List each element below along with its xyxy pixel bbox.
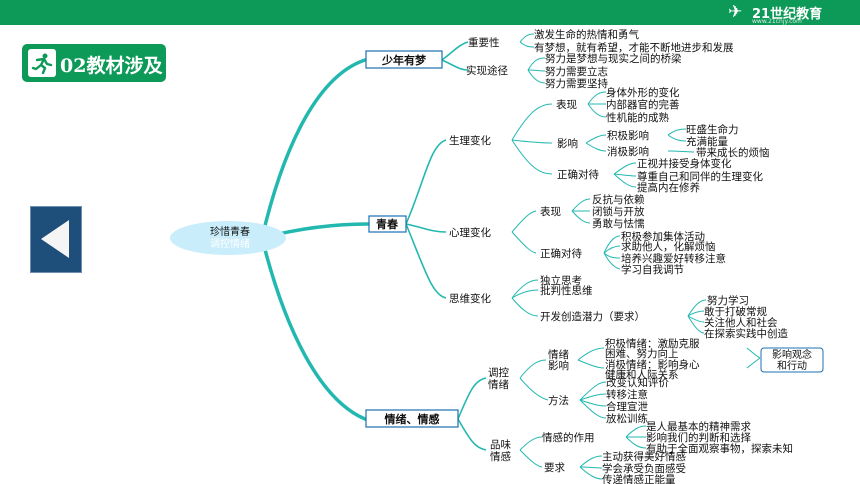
branch-connectors	[405, 41, 487, 451]
leaf: 是人最基本的精神需求	[646, 420, 751, 433]
leaf: 激发生命的热情和勇气	[534, 28, 639, 41]
influence-result-box	[760, 347, 824, 373]
leaf: 独立思考	[540, 274, 582, 287]
leaf: 传递情感正能量	[602, 473, 676, 484]
leaf: 尊重自己和同伴的生理变化	[637, 170, 763, 183]
node-mental: 心理变化	[449, 226, 491, 239]
leaf: 放松训练	[606, 412, 648, 425]
logo-url: www.21cnjy.com	[752, 18, 802, 25]
previous-button[interactable]	[30, 206, 82, 273]
node-emotion-influence-2: 影响	[548, 359, 569, 372]
leaf: 关注他人和社会	[704, 316, 778, 329]
leaf: 在探索实践中创造	[704, 327, 788, 340]
node-correct-face: 正确对待	[557, 168, 599, 181]
branch-youth-dream: 少年有梦	[381, 53, 427, 67]
logo-text: 21世纪教育	[752, 7, 823, 22]
leaf: 转移注意	[606, 388, 648, 401]
influence-result-1: 影响观念	[772, 348, 812, 361]
node-feeling-role: 情感的作用	[542, 431, 595, 444]
node-appearance: 表现	[556, 98, 577, 111]
node-negative: 消极影响	[607, 145, 649, 158]
leaf: 努力学习	[707, 294, 749, 307]
leaf: 改变认知评价	[606, 376, 669, 389]
leaf: 身体外形的变化	[606, 86, 680, 99]
node-influence: 影响	[557, 137, 578, 150]
influence-result-2: 和行动	[777, 359, 807, 372]
leaf: 消极情绪：影响身心	[605, 358, 700, 371]
leaf: 敢于打破常规	[704, 305, 767, 318]
node-path: 实现途径	[466, 64, 508, 77]
leaf: 内部器官的完善	[606, 98, 680, 111]
runner-logo-icon: ✈	[728, 2, 743, 22]
leaf: 充满能量	[686, 135, 728, 148]
leaf: 提高内在修养	[637, 181, 700, 194]
left-triangle-icon	[41, 220, 69, 258]
leaf: 学会承受负面感受	[602, 462, 686, 475]
center-line-1: 珍惜青春	[210, 225, 250, 238]
leaf: 性机能的成熟	[606, 111, 669, 124]
leaf: 正视并接受身体变化	[637, 157, 732, 170]
node-mental-appearance: 表现	[540, 205, 561, 218]
branch-box-youth	[368, 215, 407, 233]
leaf: 影响我们的判断和选择	[646, 431, 751, 444]
leaf: 闭锁与开放	[592, 205, 645, 218]
leaf: 求助他人，化解烦恼	[621, 240, 716, 253]
node-physical: 生理变化	[449, 134, 491, 147]
node-regulate-1: 调控	[488, 366, 509, 379]
leaf: 努力需要坚持	[545, 77, 608, 90]
node-method: 方法	[548, 394, 569, 407]
leaf: 积极情绪：激励克服	[605, 337, 700, 350]
leaf: 带来成长的烦恼	[696, 146, 770, 159]
leaf: 旺盛生命力	[686, 123, 739, 136]
leaf: 积极参加集体活动	[621, 230, 705, 243]
node-creativity: 开发创造潜力（要求）	[540, 310, 645, 323]
section-title: 02教材涉及	[60, 55, 163, 77]
leaf: 健康和人际关系	[605, 368, 679, 381]
top-bar-divider	[0, 25, 860, 27]
runner-icon	[28, 49, 56, 77]
leaf: 有梦想，就有希望，才能不断地进步和发展	[534, 41, 734, 54]
node-taste-2: 情感	[490, 450, 511, 463]
node-importance: 重要性	[468, 36, 500, 49]
leaf: 努力需要立志	[545, 65, 608, 78]
branch-box-emotion	[365, 409, 459, 428]
node-taste-1: 品味	[490, 439, 511, 451]
leaf: 困难、努力向上	[605, 347, 679, 360]
node-emotion-influence-1: 情绪	[548, 348, 569, 361]
center-line-2: 调控情绪	[210, 237, 250, 250]
section-badge: 02教材涉及	[22, 44, 166, 82]
branch-youth: 青春	[376, 217, 399, 231]
leaf: 培养兴趣爱好转移注意	[621, 252, 726, 265]
top-bar	[0, 0, 860, 25]
leaf: 主动获得美好情感	[602, 450, 686, 463]
leaf: 勇敢与怯懦	[592, 217, 645, 230]
node-requirement: 要求	[544, 462, 565, 474]
node-regulate-2: 情绪	[488, 378, 509, 391]
node-positive: 积极影响	[607, 129, 649, 142]
leaf: 学习自我调节	[621, 263, 684, 276]
site-logo: ✈ 21世纪教育 www.21cnjy.com	[728, 2, 848, 25]
leaf: 批判性思维	[540, 284, 593, 297]
node-thinking: 思维变化	[449, 292, 491, 305]
leaf: 反抗与依赖	[592, 193, 645, 206]
center-node	[170, 221, 286, 255]
leaf: 合理宣泄	[606, 400, 648, 413]
branch-box-youth-dream	[365, 50, 443, 69]
branch-emotion: 情绪、情感	[385, 412, 440, 426]
leaf: 有助于全面观察事物，探索未知	[646, 442, 793, 455]
node-mental-correct: 正确对待	[540, 247, 582, 260]
leaf: 努力是梦想与现实之间的桥梁	[545, 52, 682, 65]
leaf-connectors	[511, 33, 761, 480]
